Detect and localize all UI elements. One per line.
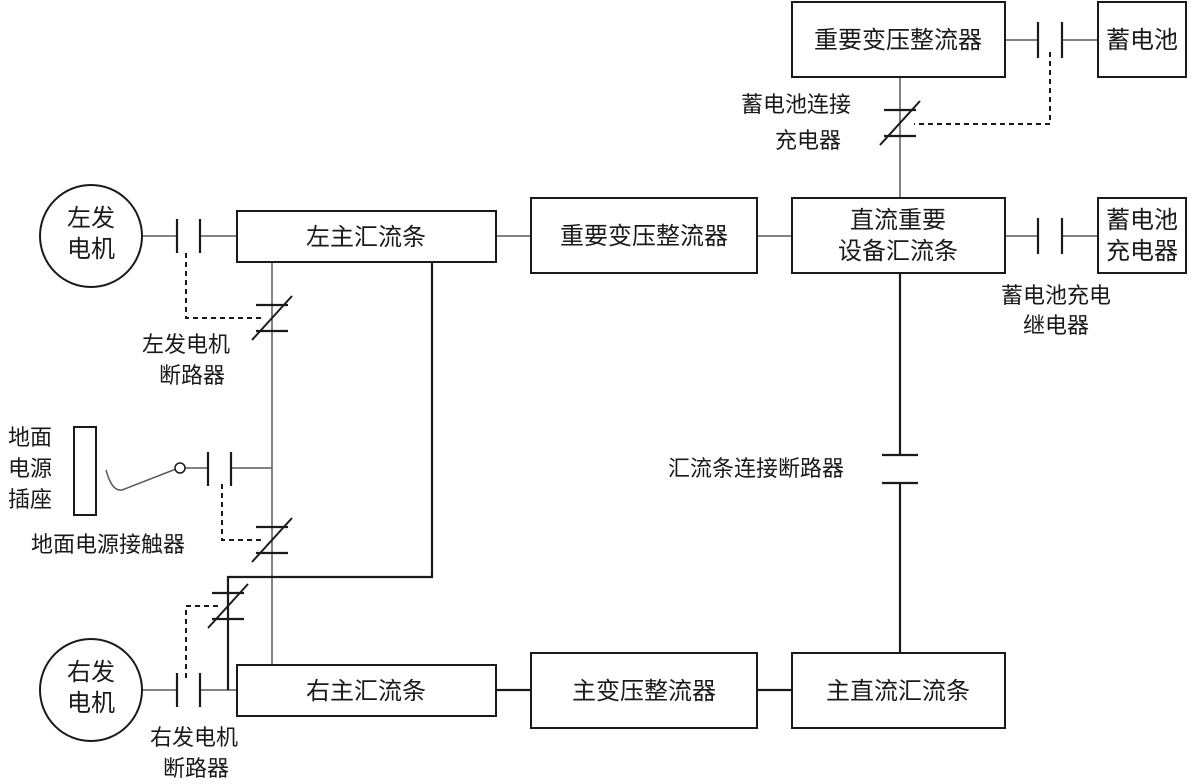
left-generator: 左发 电机	[39, 184, 143, 288]
battery-charge-relay-line2: 继电器	[1023, 313, 1089, 338]
right-gen-breaker-label: 右发电机 断路器	[150, 725, 238, 781]
essential-tru-mid: 重要变压整流器	[530, 197, 758, 274]
dc-essential-bus: 直流重要 设备汇流条	[791, 197, 1006, 274]
battery: 蓄电池	[1097, 1, 1187, 78]
ground-power-contactor-symbol	[206, 452, 233, 486]
right-gen-breaker-symbol	[207, 583, 249, 629]
battery-charge-relay-label: 蓄电池充电 继电器	[1001, 283, 1111, 338]
ground-power-socket-line1: 地面	[8, 425, 52, 450]
ground-power-socket-label: 地面 电源 插座	[8, 425, 52, 512]
wires	[105, 39, 1098, 692]
left-main-bus-label: 左主汇流条	[306, 224, 426, 251]
right-main-bus-label: 右主汇流条	[306, 678, 426, 705]
right-generator-line1: 右发	[67, 659, 115, 686]
battery-charger-connect-line2: 充电器	[775, 128, 841, 153]
left-generator-line1: 左发	[67, 205, 115, 232]
left-generator-line2: 电机	[67, 236, 115, 263]
control-lines	[185, 52, 1051, 678]
dc-essential-bus-line2: 设备汇流条	[838, 238, 958, 265]
dc-essential-bus-line1: 直流重要	[850, 207, 946, 234]
battery-charge-relay-line1: 蓄电池充电	[1001, 283, 1111, 308]
main-tru: 主变压整流器	[530, 652, 758, 729]
main-dc-bus: 主直流汇流条	[791, 652, 1006, 729]
battery-charger: 蓄电池 充电器	[1097, 197, 1187, 274]
ground-power-socket-line3: 插座	[8, 487, 52, 512]
left-gen-breaker-line2: 断路器	[159, 363, 225, 388]
ground-power-socket	[73, 426, 97, 516]
battery-charge-relay-symbol	[1036, 218, 1064, 254]
bus-tie-breaker-label: 汇流条连接断路器	[668, 456, 844, 481]
ground-power-terminal	[174, 462, 186, 474]
essential-tru-top-label: 重要变压整流器	[814, 27, 982, 54]
battery-charger-connect-symbol	[879, 100, 921, 146]
right-generator-line2: 电机	[67, 690, 115, 717]
right-gen-contactor-symbol	[175, 673, 202, 707]
battery-charger-line1: 蓄电池	[1106, 207, 1178, 234]
essential-tru-top: 重要变压整流器	[791, 1, 1006, 78]
left-gen-breaker-symbol	[251, 295, 293, 341]
battery-label: 蓄电池	[1106, 27, 1178, 54]
battery-charger-connect-label: 蓄电池连接 充电器	[741, 92, 851, 153]
left-gen-breaker-label: 左发电机 断路器	[142, 332, 230, 388]
bus-tie-breaker-symbol	[882, 453, 918, 485]
ground-power-breaker-symbol	[251, 517, 293, 563]
battery-charger-connect-line1: 蓄电池连接	[741, 92, 851, 117]
left-main-bus: 左主汇流条	[236, 210, 497, 263]
battery-charger-line2: 充电器	[1106, 238, 1178, 265]
right-generator: 右发 电机	[39, 638, 143, 742]
right-gen-breaker-line1: 右发电机	[150, 725, 238, 750]
ground-power-contactor-label: 地面电源接触器	[31, 532, 185, 557]
left-gen-contactor-symbol	[175, 219, 202, 253]
left-gen-breaker-line1: 左发电机	[142, 332, 230, 357]
ground-power-socket-line2: 电源	[8, 456, 52, 481]
main-dc-bus-label: 主直流汇流条	[826, 678, 970, 705]
right-gen-breaker-line2: 断路器	[163, 756, 229, 781]
essential-tru-mid-label: 重要变压整流器	[560, 223, 728, 250]
main-tru-label: 主变压整流器	[572, 678, 716, 705]
battery-contactor-symbol	[1036, 22, 1064, 58]
right-main-bus: 右主汇流条	[236, 664, 497, 717]
